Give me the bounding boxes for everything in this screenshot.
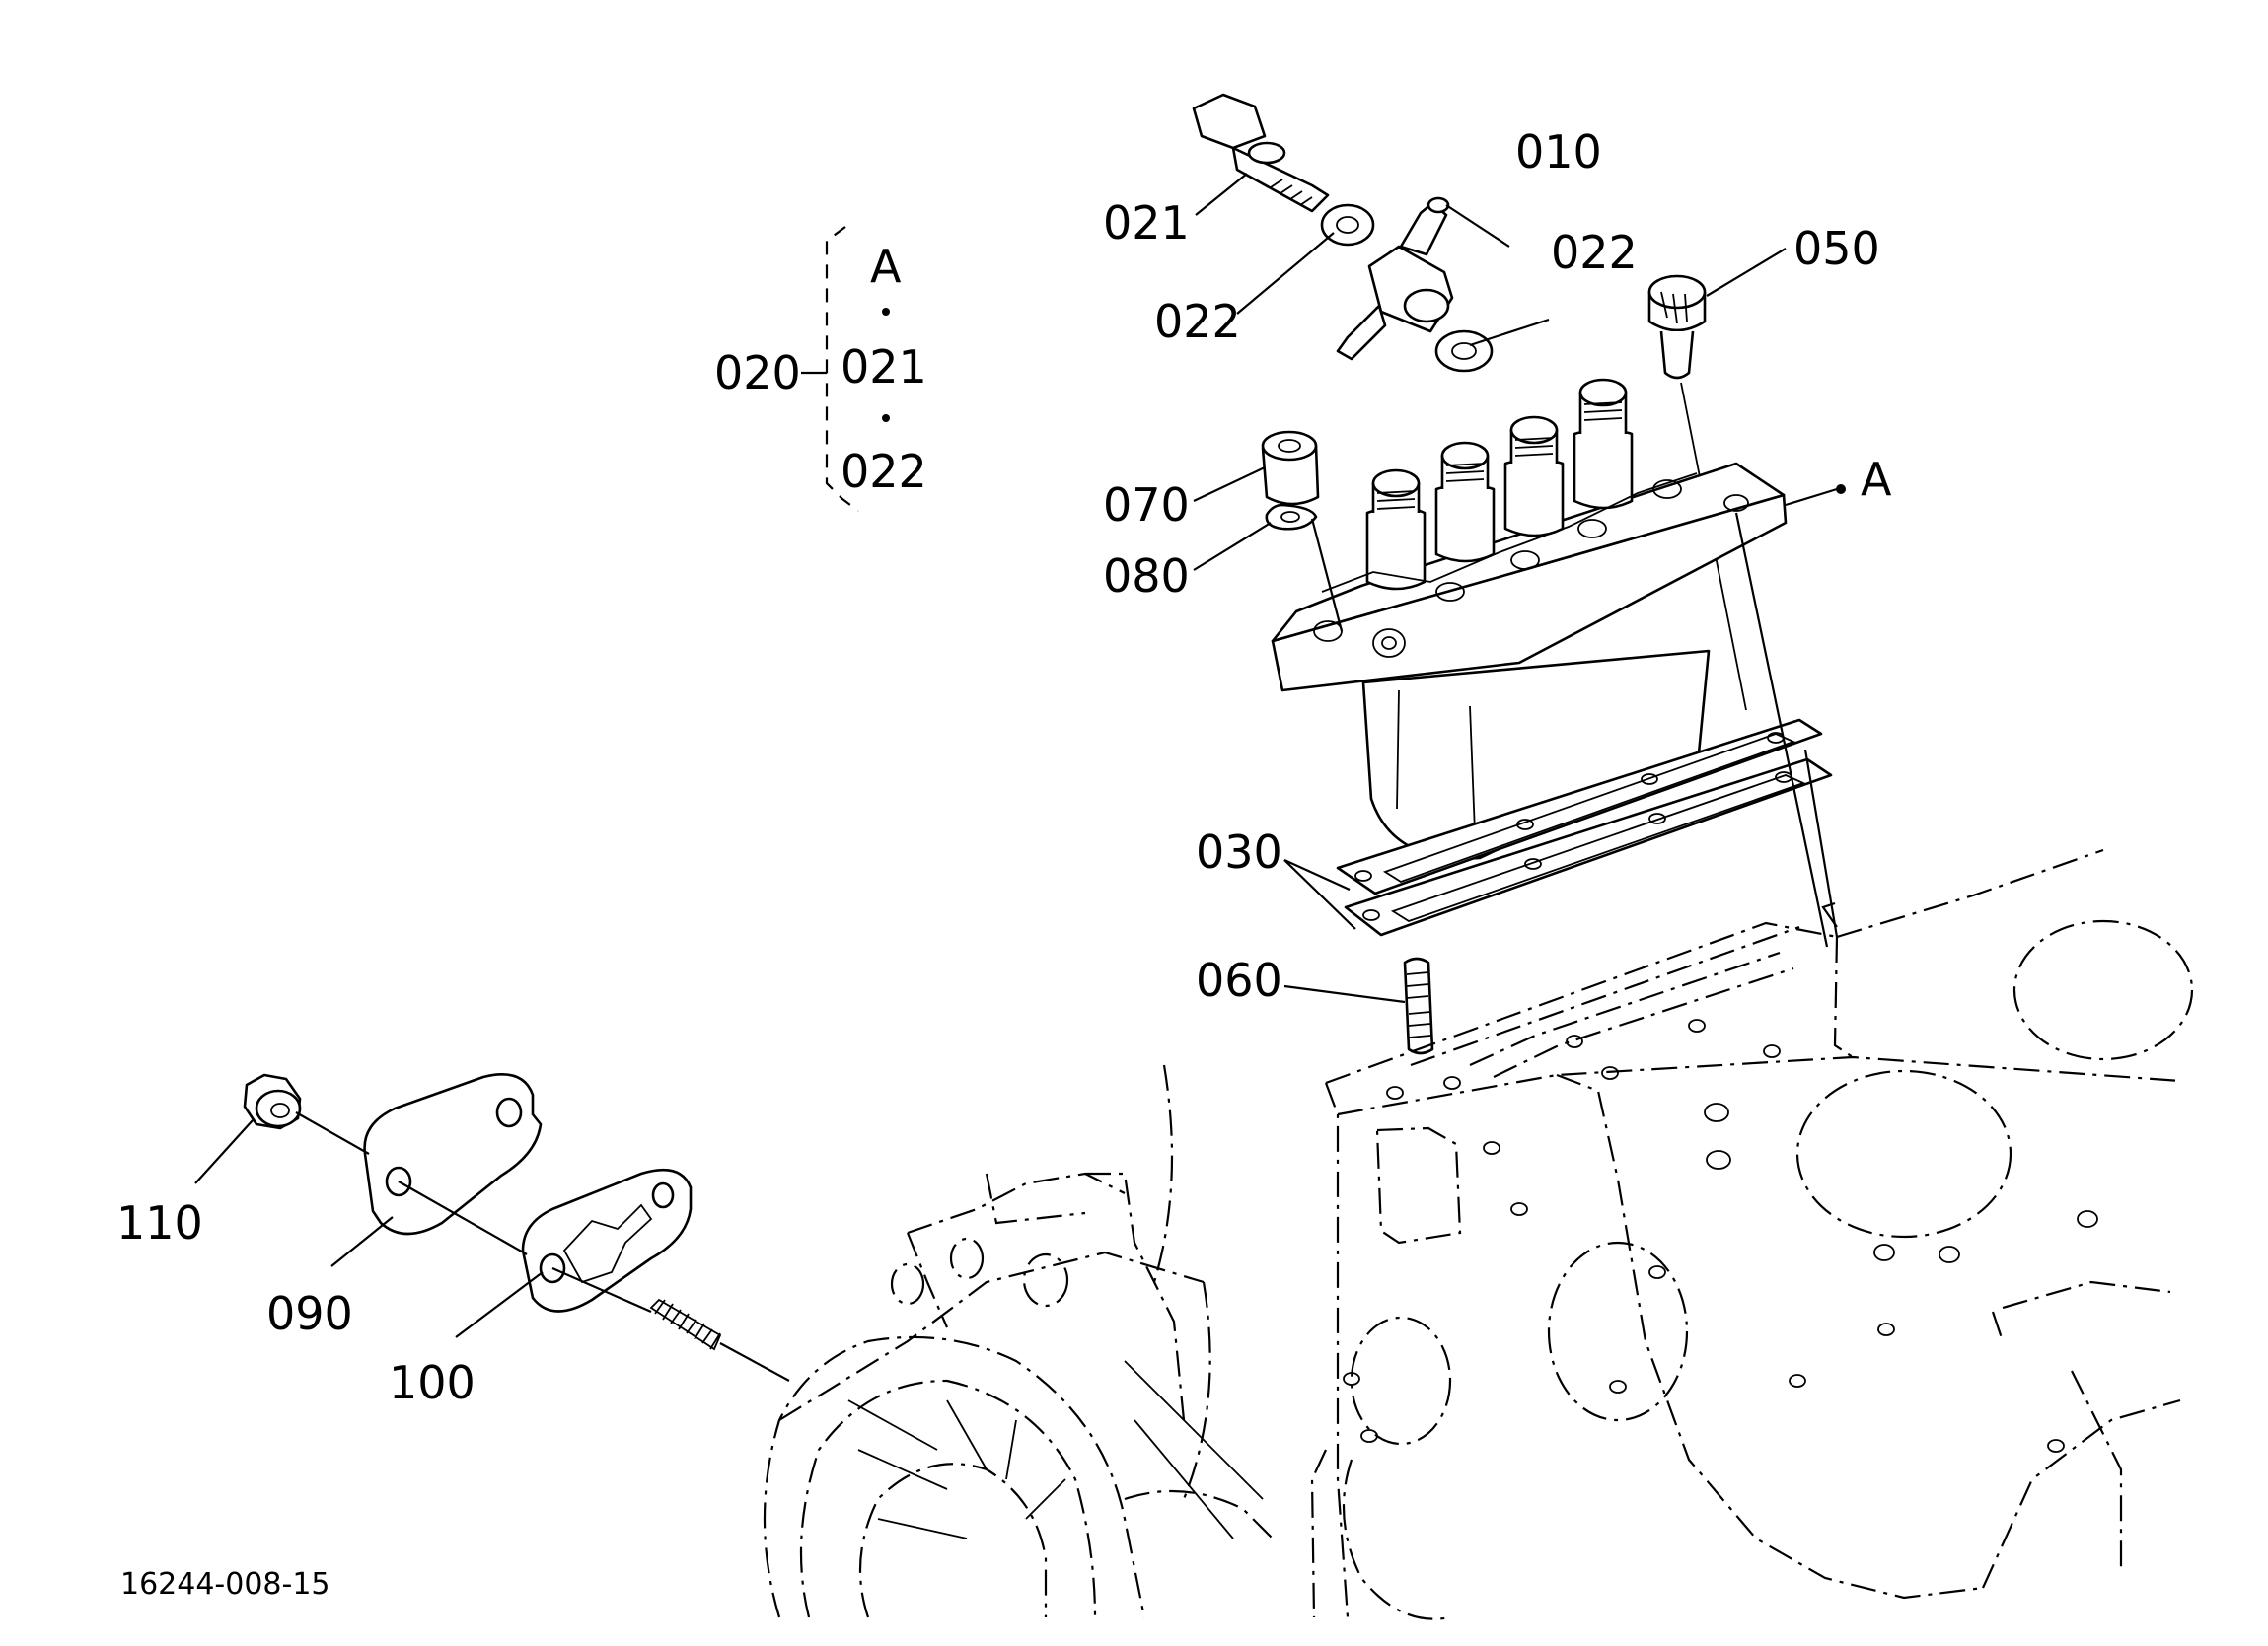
label-022-right: 022 <box>1551 226 1638 279</box>
part-labels: 010 021 022 022 050 A 070 080 030 060 11… <box>116 125 1892 1602</box>
washer-022-upper <box>1320 203 1375 247</box>
kit-bracket-020 <box>801 226 890 512</box>
label-060: 060 <box>1196 954 1282 1007</box>
washer-022-lower <box>1434 329 1494 373</box>
label-090: 090 <box>266 1287 353 1340</box>
label-020: 020 <box>714 346 801 399</box>
label-010: 010 <box>1515 125 1602 179</box>
injection-pump <box>1271 378 1846 860</box>
spring <box>649 1298 722 1351</box>
delivery-valve-holders <box>1321 378 1698 602</box>
label-110: 110 <box>116 1196 203 1250</box>
gasket-100 <box>521 1169 693 1313</box>
washer-080 <box>1265 503 1318 531</box>
label-021: 021 <box>1103 196 1190 250</box>
label-030: 030 <box>1196 825 1282 879</box>
label-ref-a: A <box>1861 453 1892 506</box>
kit-label-022: 022 <box>841 445 927 498</box>
stud-060 <box>1403 957 1434 1055</box>
drawing-number: 16244-008-15 <box>120 1567 330 1602</box>
leader-lines <box>194 173 1787 1338</box>
label-050: 050 <box>1793 222 1880 275</box>
bolt-050 <box>1647 274 1747 711</box>
assembly-lines <box>295 512 1839 1382</box>
nut-110 <box>243 1073 302 1130</box>
gear-case <box>763 1064 1274 1618</box>
engine-block <box>1310 848 2194 1620</box>
cover-plate-090 <box>363 1073 543 1236</box>
fitting-010 <box>1336 196 1454 361</box>
cap-070 <box>1261 430 1320 506</box>
banjo-bolt-021 <box>1192 93 1330 213</box>
label-100: 100 <box>389 1356 476 1409</box>
kit-label-021: 021 <box>841 340 927 394</box>
label-070: 070 <box>1103 478 1190 532</box>
kit-label-a: A <box>870 240 902 293</box>
label-080: 080 <box>1103 549 1190 603</box>
label-022-left: 022 <box>1154 295 1241 348</box>
